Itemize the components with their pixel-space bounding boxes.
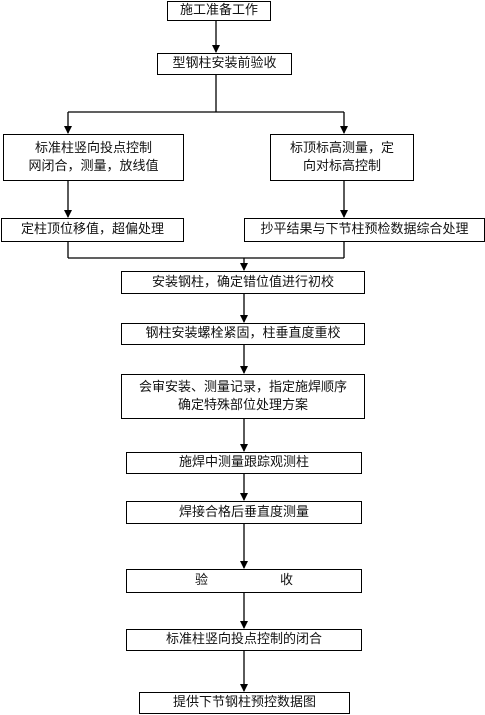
step-bolt-tighten-recheck: 钢柱安装螺栓紧固，柱垂直度重校 [121, 323, 365, 345]
step-label: 抄平结果与下节柱预检数据综合处理 [260, 222, 469, 237]
step-elevation-survey: 标顶标高测量，定 向对标高控制 [270, 134, 414, 181]
acceptance-label: 验 收 [127, 572, 361, 590]
step-label: 标准柱竖向投点控制 网闭合，测量，放线值 [28, 140, 159, 174]
step-label: 会审安装、测量记录，指定施焊顺序 确定特殊部位处理方案 [138, 379, 347, 413]
step-label: 标顶标高测量，定 向对标高控制 [289, 140, 394, 174]
step-leveling-preinspection: 抄平结果与下节柱预检数据综合处理 [244, 218, 485, 242]
step-control-closure: 标准柱竖向投点控制的闭合 [126, 629, 362, 651]
step-label: 定柱顶位移值，超偏处理 [20, 222, 164, 237]
step-label: 焊接合格后垂直度测量 [178, 504, 309, 520]
step-label: 安装钢柱，确定错位值进行初校 [151, 274, 334, 290]
step-label: 提供下节钢柱预控数据图 [172, 695, 316, 710]
step-vertical-control-network: 标准柱竖向投点控制 网闭合，测量，放线值 [3, 134, 184, 181]
step-label: 施焊中测量跟踪观测柱 [178, 455, 309, 470]
step-label: 型钢柱安装前验收 [172, 56, 277, 71]
acceptance-char-2: 收 [280, 573, 294, 588]
step-welding-monitoring: 施焊中测量跟踪观测柱 [126, 452, 362, 474]
step-post-weld-verticality: 焊接合格后垂直度测量 [126, 501, 362, 524]
step-column-top-offset: 定柱顶位移值，超偏处理 [1, 218, 184, 242]
step-label: 钢柱安装螺栓紧固，柱垂直度重校 [145, 326, 341, 341]
acceptance-char-1: 验 [194, 573, 208, 588]
step-review-records: 会审安装、测量记录，指定施焊顺序 确定特殊部位处理方案 [121, 374, 365, 419]
step-acceptance: 验 收 [126, 569, 362, 593]
step-label: 标准柱竖向投点控制的闭合 [165, 632, 322, 647]
step-pre-install-inspection: 型钢柱安装前验收 [157, 53, 292, 75]
step-install-initial-correction: 安装钢柱，确定错位值进行初校 [121, 271, 365, 294]
step-label: 施工准备工作 [179, 3, 258, 18]
step-construction-prep: 施工准备工作 [167, 1, 271, 21]
step-next-column-data: 提供下节钢柱预控数据图 [139, 692, 350, 714]
